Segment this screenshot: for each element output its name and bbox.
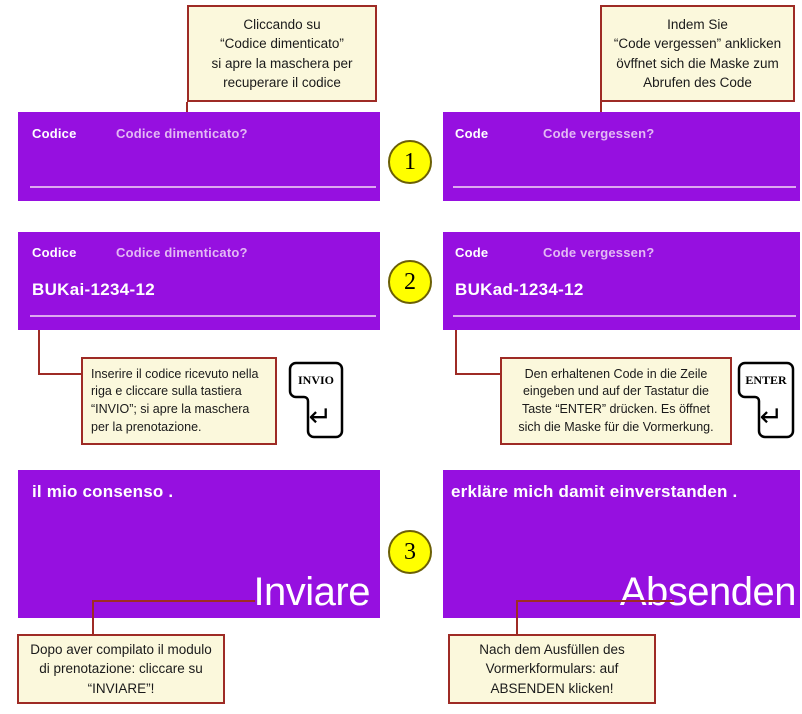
step-badge-1: 1	[388, 140, 432, 184]
callout-de-step2: Den erhaltenen Code in die Zeile eingebe…	[500, 357, 732, 445]
submit-button[interactable]: Absenden	[619, 570, 797, 614]
connector-it-step2-horizontal	[38, 373, 83, 375]
consent-text: erkläre mich damit einverstanden .	[451, 482, 738, 501]
panel-field-label: Code	[455, 126, 489, 141]
panel-de-step1[interactable]: Code Code vergessen?	[443, 112, 800, 201]
callout-de-step3: Nach dem Ausfüllen des Vormerkformulars:…	[448, 634, 656, 704]
forgot-code-link[interactable]: Codice dimenticato?	[116, 126, 248, 141]
invio-key-icon: INVIO ↵	[288, 361, 344, 439]
callout-it-step1: Cliccando su “Codice dimenticato” si apr…	[187, 5, 377, 102]
enter-key-shape	[737, 361, 795, 439]
panel-input-underline	[30, 315, 376, 317]
callout-it-step2: Inserire il codice ricevuto nella riga e…	[81, 357, 277, 445]
panel-field-label: Codice	[32, 126, 77, 141]
panel-input-underline	[30, 186, 376, 188]
panel-input-underline	[453, 315, 796, 317]
connector-de-step3-vertical	[516, 600, 518, 635]
invio-key-arrow-glyph: ↵	[308, 400, 332, 433]
panel-it-step2[interactable]: Codice Codice dimenticato? BUKai-1234-12	[18, 232, 380, 330]
callout-de-step1: Indem Sie “Code vergessen” anklicken övf…	[600, 5, 795, 102]
submit-button[interactable]: Inviare	[253, 570, 370, 614]
callout-it-step3: Dopo aver compilato il modulo di prenota…	[17, 634, 225, 704]
forgot-code-link[interactable]: Code vergessen?	[543, 245, 655, 260]
panel-field-label: Codice	[32, 245, 77, 260]
panel-de-step2[interactable]: Code Code vergessen? BUKad-1234-12	[443, 232, 800, 330]
forgot-code-link[interactable]: Codice dimenticato?	[116, 245, 248, 260]
panel-it-step1[interactable]: Codice Codice dimenticato?	[18, 112, 380, 201]
connector-de-step3-horizontal	[516, 600, 674, 602]
invio-key-shape	[288, 361, 344, 439]
panel-input-underline	[453, 186, 796, 188]
step-badge-3: 3	[388, 530, 432, 574]
code-input-value[interactable]: BUKad-1234-12	[455, 280, 584, 299]
connector-it-step2-vertical	[38, 330, 40, 374]
consent-text: il mio consenso .	[32, 482, 174, 501]
connector-it-step3-vertical	[92, 600, 94, 635]
connector-de-step2-horizontal	[455, 373, 502, 375]
code-input-value[interactable]: BUKai-1234-12	[32, 280, 155, 299]
forgot-code-link[interactable]: Code vergessen?	[543, 126, 655, 141]
panel-field-label: Code	[455, 245, 489, 260]
enter-key-icon: ENTER ↵	[737, 361, 795, 439]
step-badge-2: 2	[388, 260, 432, 304]
connector-de-step2-vertical	[455, 330, 457, 374]
connector-it-step3-horizontal	[92, 600, 255, 602]
panel-de-step3[interactable]: erkläre mich damit einverstanden . Absen…	[443, 470, 800, 618]
enter-key-arrow-glyph: ↵	[759, 400, 783, 433]
panel-it-step3[interactable]: il mio consenso . Inviare	[18, 470, 380, 618]
